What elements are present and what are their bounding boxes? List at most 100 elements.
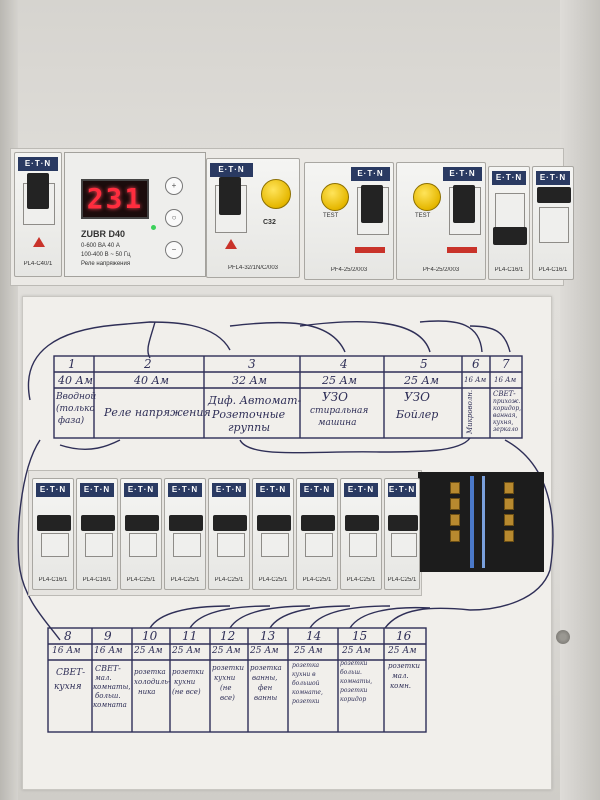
- col-10-num: 10: [142, 629, 158, 643]
- breaker-7-toggle[interactable]: [537, 187, 571, 203]
- col-7-desc-4: кухня,: [493, 419, 514, 426]
- breaker-10-toggle[interactable]: [125, 515, 159, 531]
- breaker-7-slot: [539, 207, 569, 243]
- breaker-15[interactable]: E·T·N PL4-C25/1: [340, 478, 382, 590]
- main-breaker[interactable]: E·T·N PL4-C40/1: [14, 152, 62, 277]
- breaker-14[interactable]: E·T·N PL4-C25/1: [296, 478, 338, 590]
- rcbo-label: PFL4-32/1N/C/003: [227, 265, 279, 271]
- breaker-13-label: PL4-C25/1: [258, 577, 288, 583]
- breaker-14-brand: E·T·N: [300, 483, 334, 497]
- breaker-7-brand: E·T·N: [536, 171, 570, 185]
- col-10-desc-0: розетка: [134, 668, 166, 676]
- col-9-desc-3: больш.: [95, 692, 121, 700]
- rcd-2-test-button[interactable]: [413, 183, 441, 211]
- col-14-desc-0: розетка: [292, 662, 320, 669]
- col-12-desc-0: розетки: [212, 664, 244, 672]
- rcd-2[interactable]: E·T·N TEST PF4-25/2/003: [396, 162, 486, 280]
- col-4-amps: 25 Ам: [322, 374, 357, 387]
- breaker-10[interactable]: E·T·N PL4-C25/1: [120, 478, 162, 590]
- panel-screw: [556, 630, 570, 644]
- voltage-display: 231: [81, 179, 149, 219]
- breaker-8[interactable]: E·T·N PL4-C16/1: [32, 478, 74, 590]
- breaker-6[interactable]: E·T·N PL4-C16/1: [488, 166, 530, 280]
- rcbo-toggle[interactable]: [219, 177, 241, 215]
- col-15-desc-2: комнаты,: [340, 678, 373, 685]
- breaker-8-toggle[interactable]: [37, 515, 71, 531]
- main-breaker-brand: E·T·N: [18, 157, 58, 171]
- main-breaker-label: PL4-C40/1: [23, 261, 53, 267]
- breaker-11[interactable]: E·T·N PL4-C25/1: [164, 478, 206, 590]
- terminal: [504, 530, 514, 542]
- breaker-9-slot: [85, 533, 113, 557]
- col-10-amps: 25 Ам: [134, 646, 163, 656]
- breaker-11-toggle[interactable]: [169, 515, 203, 531]
- terminal: [504, 482, 514, 494]
- breaker-12[interactable]: E·T·N PL4-C25/1: [208, 478, 250, 590]
- relay-mode-button[interactable]: ○: [165, 209, 183, 227]
- col-3-num: 3: [248, 357, 256, 371]
- breaker-15-toggle[interactable]: [345, 515, 379, 531]
- breaker-7[interactable]: E·T·N PL4-C16/1: [532, 166, 574, 280]
- breaker-13-toggle[interactable]: [257, 515, 291, 531]
- breaker-16-label: PL4-C25/1: [387, 577, 417, 583]
- col-10-desc-2: ника: [138, 688, 156, 696]
- rcd-1-test-button[interactable]: [321, 183, 349, 211]
- breaker-12-brand: E·T·N: [212, 483, 246, 497]
- breaker-6-toggle[interactable]: [493, 227, 527, 245]
- col-11-desc-1: кухни: [174, 678, 196, 686]
- terminal: [504, 498, 514, 510]
- rcd-1-toggle[interactable]: [361, 185, 383, 223]
- col-5-amps: 25 Ам: [404, 374, 439, 387]
- breaker-9-toggle[interactable]: [81, 515, 115, 531]
- rcd-2-toggle[interactable]: [453, 185, 475, 223]
- breaker-9[interactable]: E·T·N PL4-C16/1: [76, 478, 118, 590]
- col-2-desc-0: Реле напряжения: [104, 406, 211, 419]
- rcd-2-label: PF4-25/2/003: [422, 267, 460, 273]
- col-12-desc-2: (не: [220, 684, 232, 692]
- relay-up-button[interactable]: +: [165, 177, 183, 195]
- rcd-1[interactable]: E·T·N TEST PF4-25/2/003: [304, 162, 394, 280]
- col-14-desc-2: большой: [292, 680, 320, 687]
- breaker-16-toggle[interactable]: [388, 515, 418, 531]
- col-5-desc-0: УЗО: [404, 390, 430, 404]
- col-11-desc-2: (не все): [172, 688, 201, 696]
- main-breaker-toggle[interactable]: [27, 173, 49, 209]
- breaker-15-slot: [349, 533, 377, 557]
- rcbo-breaker[interactable]: E·T·N C32 PFL4-32/1N/C/003: [206, 158, 300, 278]
- col-12-amps: 25 Ам: [212, 646, 241, 656]
- breaker-14-toggle[interactable]: [301, 515, 335, 531]
- breaker-13[interactable]: E·T·N PL4-C25/1: [252, 478, 294, 590]
- warning-triangle-icon: [225, 239, 237, 249]
- col-12-num: 12: [220, 629, 236, 643]
- rcbo-test-button[interactable]: [261, 179, 291, 209]
- breaker-12-toggle[interactable]: [213, 515, 247, 531]
- relay-down-button[interactable]: −: [165, 241, 183, 259]
- col-15-num: 15: [352, 629, 368, 643]
- breaker-16[interactable]: E·T·N PL4-C25/1: [384, 478, 420, 590]
- col-13-num: 13: [260, 629, 276, 643]
- col-8-desc-1: кухня: [54, 682, 82, 692]
- breaker-7-label: PL4-C16/1: [538, 267, 568, 273]
- rcd-1-test-label: TEST: [323, 213, 339, 219]
- col-8-amps: 16 Ам: [52, 646, 81, 656]
- relay-spec-2: 100-400 В ~ 50 Гц: [81, 252, 131, 258]
- col-3-desc-1: Розеточные: [212, 408, 286, 421]
- rcd-2-brand: E·T·N: [443, 167, 482, 181]
- rcd-1-brand: E·T·N: [351, 167, 390, 181]
- col-12-desc-3: все): [220, 694, 235, 702]
- col-3-amps: 32 Ам: [232, 374, 267, 387]
- col-16-desc-0: розетки: [388, 662, 420, 670]
- voltage-relay: 231 ZUBR D40 0-600 ВА 40 А 100-400 В ~ 5…: [64, 152, 206, 277]
- col-7-amps: 16 Ам: [494, 376, 517, 384]
- breaker-10-slot: [129, 533, 157, 557]
- breaker-6-label: PL4-C16/1: [494, 267, 524, 273]
- col-7-num: 7: [502, 357, 510, 371]
- breaker-6-brand: E·T·N: [492, 171, 526, 185]
- col-4-desc-0: УЗО: [322, 390, 348, 404]
- col-6-desc-0: Микроволн.: [466, 389, 474, 434]
- col-8-num: 8: [64, 629, 72, 643]
- col-12-desc-1: кухни: [214, 674, 236, 682]
- col-5-desc-1: Бойлер: [396, 408, 439, 421]
- blue-wire: [482, 476, 485, 568]
